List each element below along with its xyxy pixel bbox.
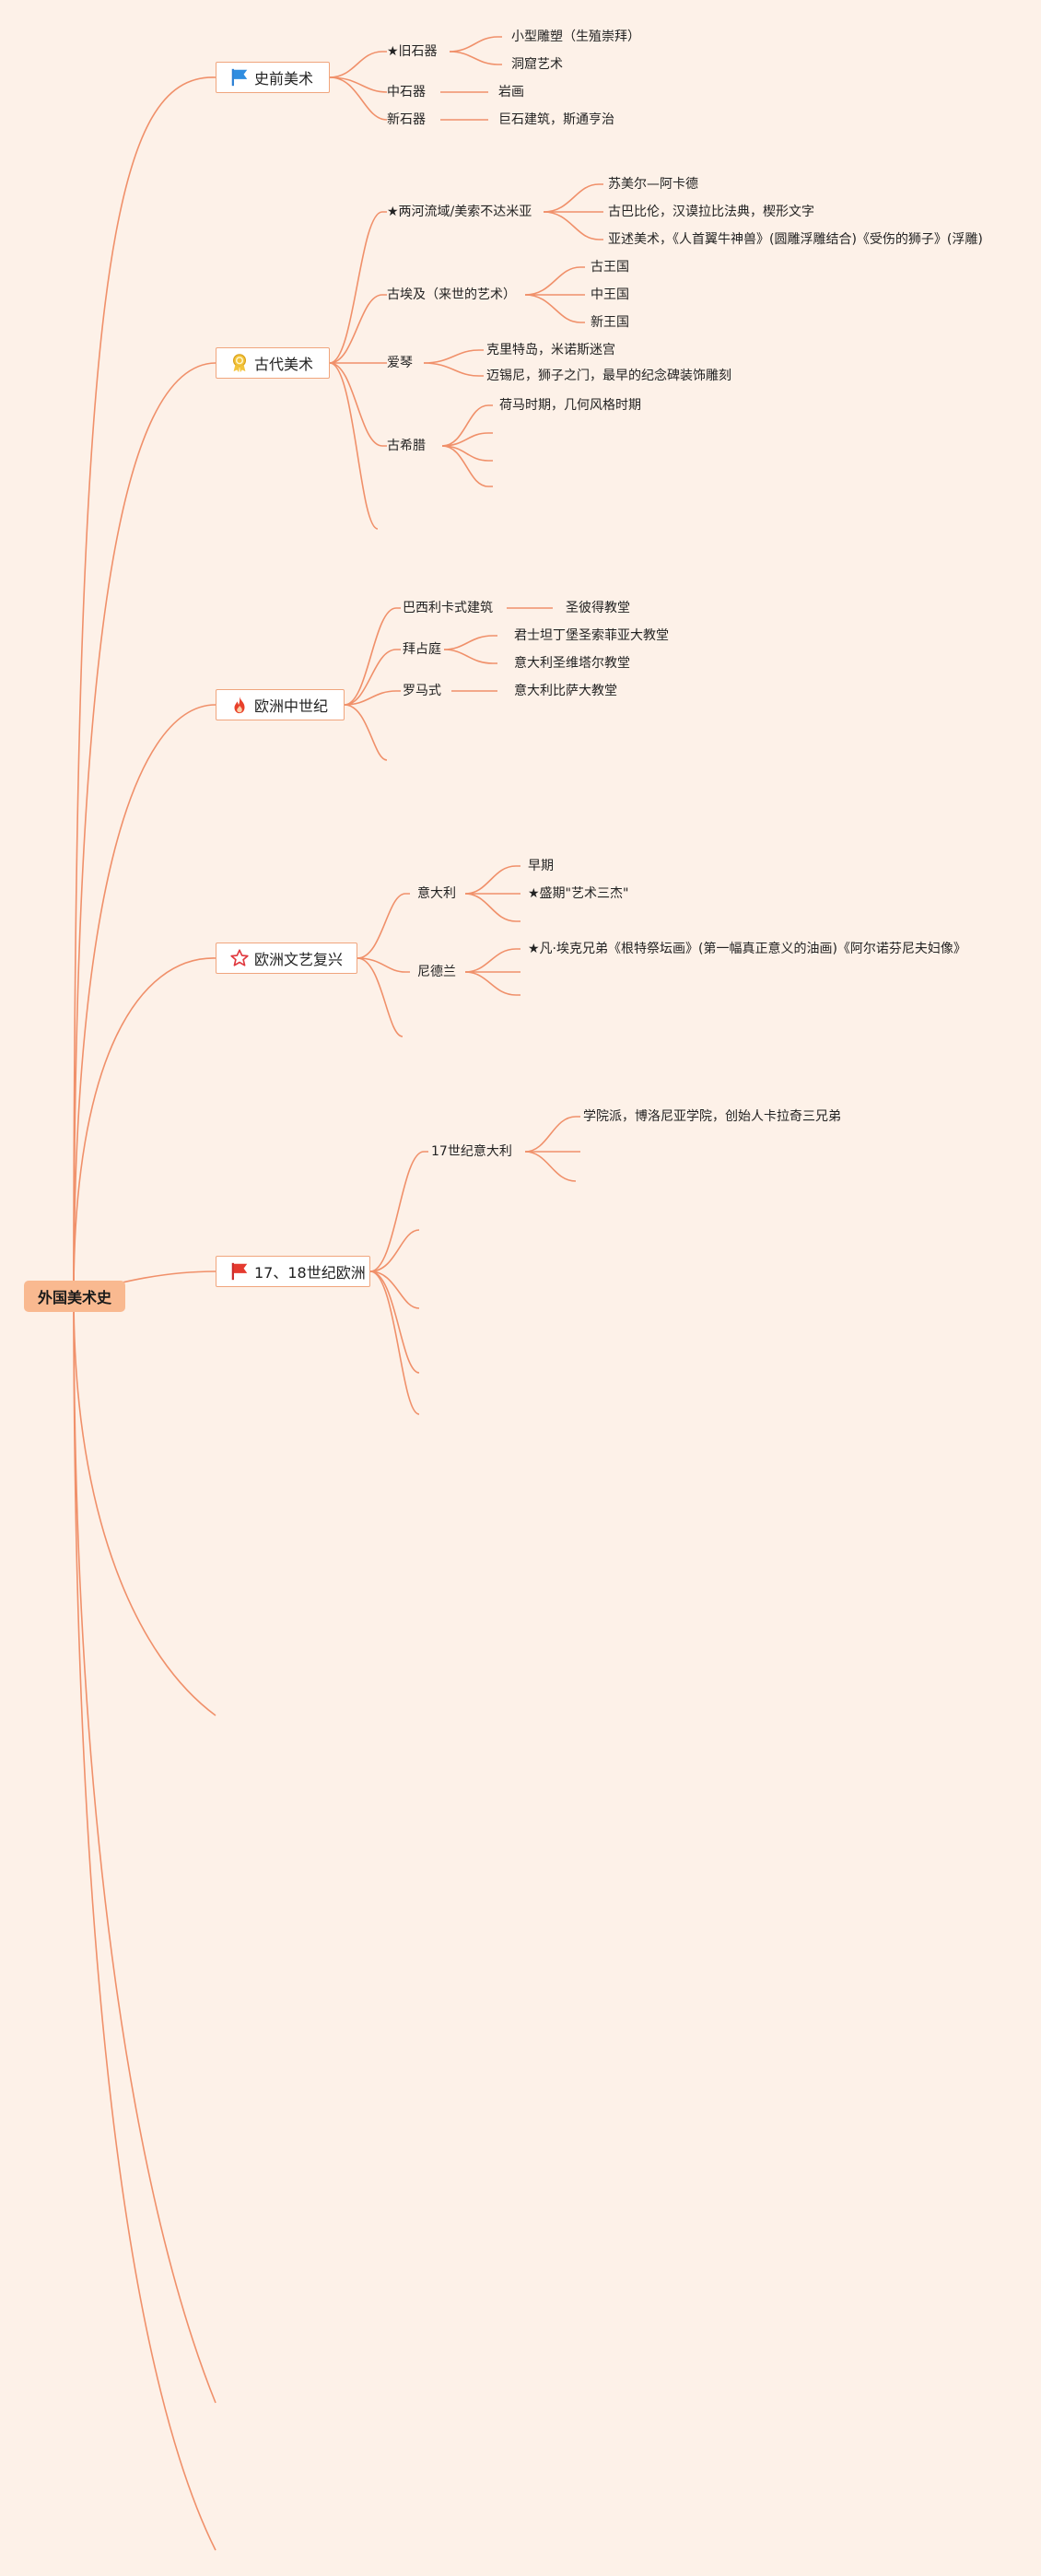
node-old-kingdom[interactable]: 古王国 xyxy=(591,260,629,275)
branch-renaissance[interactable]: 欧洲文艺复兴 xyxy=(216,943,357,974)
node-high-renaissance[interactable]: ★盛期"艺术三杰" xyxy=(528,886,629,901)
blue-flag-icon xyxy=(229,67,250,88)
branch-label: 古代美术 xyxy=(254,356,314,373)
branch-label: 欧洲中世纪 xyxy=(254,697,329,715)
node-san-vitale[interactable]: 意大利圣维塔尔教堂 xyxy=(514,656,630,671)
node-ancient-greece[interactable]: 古希腊 xyxy=(387,439,426,453)
node-basilica[interactable]: 巴西利卡式建筑 xyxy=(403,601,493,615)
node-stonehenge[interactable]: 巨石建筑，斯通亨治 xyxy=(498,112,614,127)
node-aegean[interactable]: 爱琴 xyxy=(387,356,413,370)
node-romanesque[interactable]: 罗马式 xyxy=(403,684,441,698)
node-byzantine[interactable]: 拜占庭 xyxy=(403,642,441,657)
node-ancient-egypt[interactable]: 古埃及（来世的艺术） xyxy=(387,287,516,302)
fire-icon xyxy=(229,695,250,715)
branch-prehistoric-art[interactable]: 史前美术 xyxy=(216,62,330,93)
root-node[interactable]: 外国美术史 xyxy=(24,1281,125,1312)
node-homeric-period[interactable]: 荷马时期，几何风格时期 xyxy=(499,398,641,413)
node-mesopotamia[interactable]: ★两河流域/美索不达米亚 xyxy=(387,205,532,219)
node-17th-century-italy[interactable]: 17世纪意大利 xyxy=(431,1144,512,1159)
branch-label: 史前美术 xyxy=(254,70,314,88)
node-cave-art[interactable]: 洞窟艺术 xyxy=(511,57,563,72)
node-assyria[interactable]: 亚述美术，《人首翼牛神兽》(圆雕浮雕结合)《受伤的狮子》(浮雕) xyxy=(608,232,983,247)
branch-label: 17、18世纪欧洲 xyxy=(254,1264,366,1282)
node-mycenae[interactable]: 迈锡尼，狮子之门，最早的纪念碑装饰雕刻 xyxy=(486,369,731,383)
node-early-renaissance[interactable]: 早期 xyxy=(528,859,554,873)
node-small-sculpture[interactable]: 小型雕塑（生殖崇拜） xyxy=(511,29,640,44)
node-babylon[interactable]: 古巴比伦，汉谟拉比法典，楔形文字 xyxy=(608,205,814,219)
branch-label: 欧洲文艺复兴 xyxy=(254,951,344,968)
root-label: 外国美术史 xyxy=(37,1289,111,1306)
branch-17-18-century-europe[interactable]: 17、18世纪欧洲 xyxy=(216,1256,370,1287)
node-pisa-cathedral[interactable]: 意大利比萨大教堂 xyxy=(514,684,617,698)
node-hagia-sophia[interactable]: 君士坦丁堡圣索菲亚大教堂 xyxy=(514,628,669,643)
node-crete[interactable]: 克里特岛，米诺斯迷宫 xyxy=(486,343,615,357)
node-italy[interactable]: 意大利 xyxy=(417,886,456,901)
branch-ancient-art[interactable]: 古代美术 xyxy=(216,347,330,379)
node-van-eyck[interactable]: ★凡·埃克兄弟《根特祭坛画》(第一幅真正意义的油画)《阿尔诺芬尼夫妇像》 xyxy=(528,942,966,956)
node-netherlands[interactable]: 尼德兰 xyxy=(417,965,456,979)
node-new-kingdom[interactable]: 新王国 xyxy=(591,315,629,330)
node-middle-kingdom[interactable]: 中王国 xyxy=(591,287,629,302)
node-rock-painting[interactable]: 岩画 xyxy=(498,85,524,100)
node-academic-school[interactable]: 学院派，博洛尼亚学院，创始人卡拉奇三兄弟 xyxy=(583,1109,841,1124)
red-flag-icon xyxy=(229,1261,250,1282)
node-mesolithic[interactable]: 中石器 xyxy=(387,85,426,100)
node-sumer-akkad[interactable]: 苏美尔—阿卡德 xyxy=(608,177,698,192)
node-st-peters[interactable]: 圣彼得教堂 xyxy=(566,601,630,615)
node-neolithic[interactable]: 新石器 xyxy=(387,112,426,127)
award-medal-icon xyxy=(229,353,250,373)
node-paleolithic[interactable]: ★旧石器 xyxy=(387,44,438,59)
branch-medieval-europe[interactable]: 欧洲中世纪 xyxy=(216,689,345,720)
star-outline-icon xyxy=(229,948,250,968)
